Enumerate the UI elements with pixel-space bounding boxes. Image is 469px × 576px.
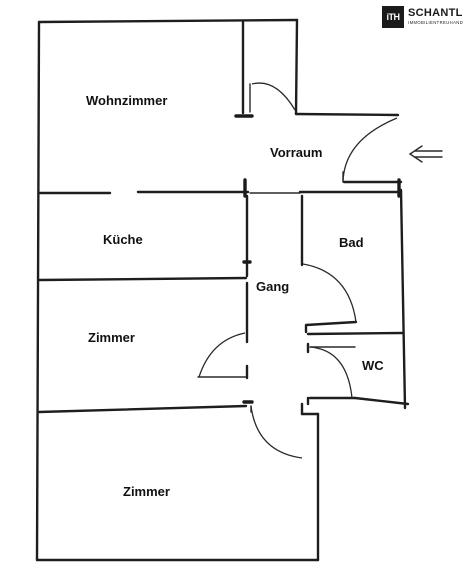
room-label-wc: WC [362,358,384,373]
walls [35,18,410,562]
room-label-bad: Bad [339,235,364,250]
room-label-gang: Gang [256,279,289,294]
door-swings [197,82,398,459]
entrance-arrow-icon [408,145,443,163]
room-labels: Wohnzimmer Vorraum Küche Bad Gang Zimmer… [86,93,384,499]
room-label-wohnzimmer: Wohnzimmer [86,93,167,108]
logo-tagline: IMMOBILIENTREUHAND [408,20,464,26]
room-label-zimmer-2: Zimmer [123,484,170,499]
logo-mark: iTH [382,6,404,28]
logo-name: SCHANTL [408,7,463,20]
room-label-vorraum: Vorraum [270,145,323,160]
room-label-kueche: Küche [103,232,143,247]
company-logo: iTH SCHANTL IMMOBILIENTREUHAND [382,5,463,29]
room-label-zimmer-1: Zimmer [88,330,135,345]
